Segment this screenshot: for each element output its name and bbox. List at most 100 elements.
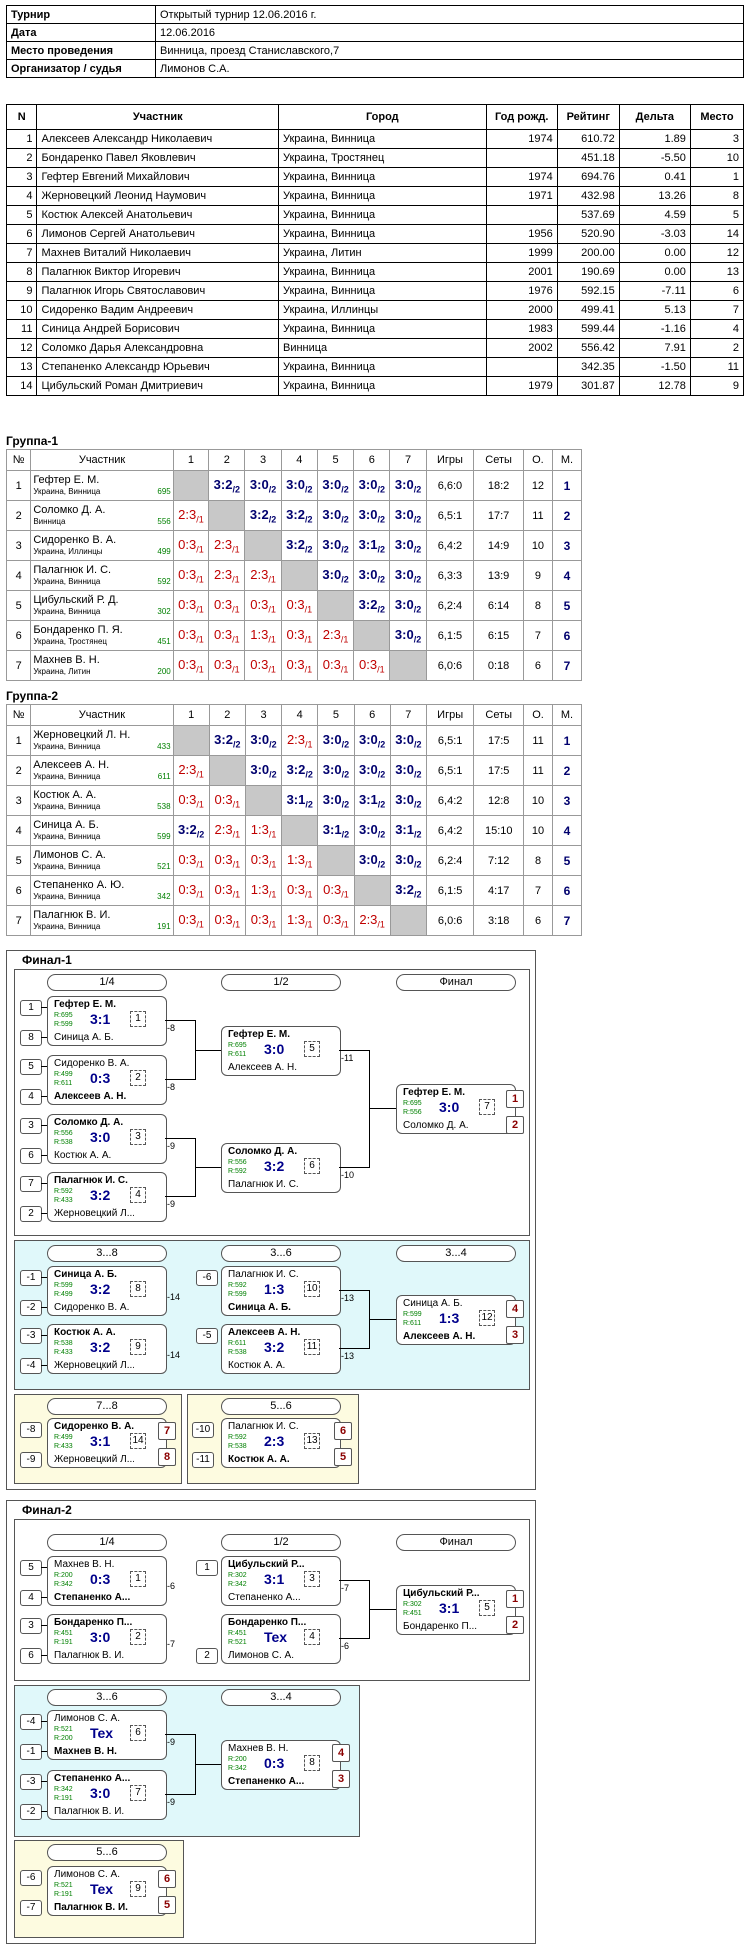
match-rating-1: R:556	[54, 1130, 73, 1137]
result-score: 0:3	[178, 596, 197, 612]
match-number: 9	[130, 1881, 146, 1897]
result-points: /1	[304, 664, 313, 675]
result-score: 2:3	[178, 761, 197, 777]
result-cell: 2:3/1	[281, 725, 319, 756]
result-score: 3:0	[394, 536, 414, 552]
match-player-2: Костюк А. А.	[54, 1150, 112, 1161]
table-cell: 4.59	[618, 205, 691, 225]
info-key: Место проведения	[6, 41, 156, 60]
result-cell: 1:3/1	[244, 815, 283, 846]
match-score: Tex	[264, 1629, 288, 1645]
round-label: 1/4	[47, 1534, 167, 1551]
diagonal-cell	[281, 815, 319, 846]
games-cell: 6,5:1	[425, 725, 475, 756]
result-cell: 0:3/1	[172, 650, 210, 681]
result-cell: 3:0/2	[353, 725, 391, 756]
column-header: 6	[353, 449, 391, 471]
route-note: -9	[167, 1797, 176, 1807]
result-cell: 0:3/1	[208, 875, 246, 906]
result-score: 3:1	[395, 821, 414, 837]
group-2-title: Группа-2	[6, 689, 59, 703]
result-cell: 3:1/2	[389, 815, 427, 846]
result-cell: 3:0/2	[280, 470, 318, 501]
match-score: 2:3	[264, 1433, 285, 1449]
match-player-1: Бондаренко П...	[54, 1617, 133, 1628]
player-name: Палагнюк В. И.	[33, 908, 111, 921]
sets-cell: 17:5	[473, 725, 525, 756]
table-cell: 12.78	[618, 376, 691, 396]
match-rating-2: R:611	[54, 1080, 73, 1087]
player-city: Украина, Винница	[33, 861, 101, 871]
bracket-line	[41, 1335, 47, 1336]
bracket-line	[195, 1050, 221, 1051]
column-header: Рейтинг	[556, 104, 620, 130]
player-name: Костюк А. А.	[33, 788, 97, 801]
player-rating: 200	[157, 666, 171, 676]
result-points: /1	[268, 604, 276, 615]
result-cell: 3:0/2	[353, 560, 391, 591]
table-cell: -3.03	[618, 224, 691, 244]
table-cell: Украина, Винница	[277, 376, 487, 396]
table-cell: Украина, Литин	[277, 243, 487, 263]
result-cell: 2:3/1	[208, 530, 246, 561]
result-points: /2	[196, 829, 205, 840]
result-points: /2	[341, 514, 349, 525]
bracket-line	[41, 1183, 47, 1184]
diagonal-cell	[280, 560, 318, 591]
result-points: /2	[413, 889, 422, 900]
result-cell: 3:1/2	[353, 530, 391, 561]
match-player-1: Лимонов С. А.	[54, 1869, 120, 1880]
column-header: 1	[172, 704, 210, 726]
result-cell: 0:3/1	[172, 845, 210, 876]
result-score: 3:0	[249, 476, 269, 492]
table-cell: 610.72	[556, 129, 620, 149]
final-place: 4	[506, 1300, 524, 1318]
table-cell: 0.00	[618, 262, 691, 282]
result-score: 2:3	[214, 821, 233, 837]
column-header: О.	[523, 704, 553, 726]
table-cell: 190.69	[556, 262, 620, 282]
match-player-2: Палагнюк В. И.	[54, 1902, 128, 1913]
result-cell: 1:3/1	[244, 620, 282, 651]
seed-label: 1	[20, 1000, 42, 1016]
match-number: 13	[304, 1433, 320, 1449]
result-score: 3:0	[322, 761, 342, 777]
player-city: Украина, Винница	[33, 606, 101, 616]
result-cell: 2:3/1	[208, 560, 246, 591]
result-cell: 3:0/2	[389, 470, 427, 501]
final-place: 6	[334, 1422, 352, 1440]
games-cell: 6,5:1	[425, 500, 475, 531]
bracket-line	[41, 1781, 47, 1782]
match-number: 1	[130, 1571, 146, 1587]
match-rating-2: R:599	[54, 1021, 73, 1028]
result-cell: 0:3/1	[281, 875, 319, 906]
result-score: 0:3	[178, 881, 197, 897]
result-points: /1	[304, 604, 313, 615]
column-header: Участник	[36, 104, 279, 130]
result-cell: 3:0/2	[389, 845, 427, 876]
result-points: /1	[305, 739, 313, 750]
result-cell: 0:3/1	[353, 650, 391, 681]
table-cell: 1.89	[618, 129, 691, 149]
result-points: /1	[232, 634, 240, 645]
match-score: 3:2	[90, 1187, 111, 1203]
match-rating-1: R:521	[54, 1882, 73, 1889]
diagonal-cell	[172, 470, 210, 501]
result-points: /1	[268, 829, 277, 840]
points-cell: 10	[523, 815, 553, 846]
row-number: 1	[5, 725, 32, 756]
seed-label: -6	[20, 1870, 42, 1886]
result-cell: 2:3/1	[244, 560, 282, 591]
row-number: 3	[5, 530, 32, 561]
table-cell: 13.26	[618, 186, 691, 206]
